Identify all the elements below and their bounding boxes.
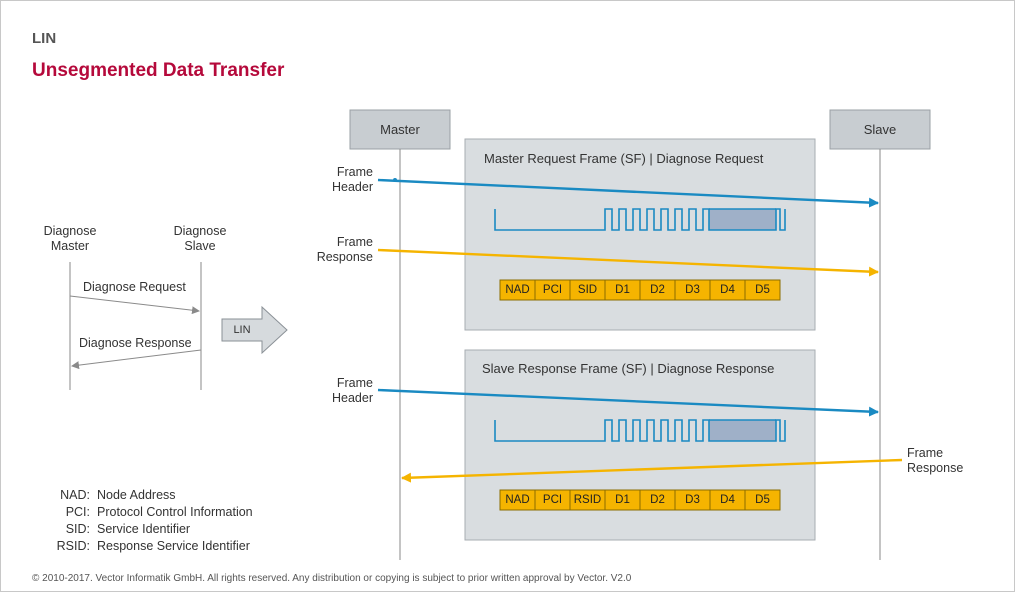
diagnose-response-label: Diagnose Response [79, 336, 192, 350]
diagnose-slave-label-line1: Diagnose [173, 224, 227, 238]
frame1-header-label: Frame Header [300, 165, 373, 195]
frame-waveform-2 [494, 419, 786, 442]
lin-transition-label: LIN [233, 324, 251, 336]
byte-field: PCI [542, 284, 563, 296]
byte-field: D4 [720, 494, 735, 506]
byte-field: SID [577, 284, 598, 296]
frame1-header-arrow [377, 178, 879, 208]
frame2-header-arrow [377, 388, 879, 417]
byte-row-dividers [534, 280, 746, 510]
byte-field: NAD [505, 494, 530, 506]
byte-field: D5 [755, 494, 770, 506]
legend-abbr: SID: [65, 522, 90, 536]
byte-field: D1 [615, 284, 630, 296]
byte-field: NAD [505, 284, 530, 296]
diagnose-slave-label: Diagnose Slave [160, 224, 240, 254]
frame1-response-arrow [377, 248, 879, 277]
master-request-frame-box [464, 138, 816, 331]
legend-text: Service Identifier [97, 522, 191, 536]
legend-row: PCI: Protocol Control Information [40, 504, 253, 521]
byte-field: D5 [755, 284, 770, 296]
byte-field: D4 [720, 284, 735, 296]
page-title: Unsegmented Data Transfer [32, 60, 285, 81]
frame2-response-label: Frame Response [907, 446, 963, 476]
lin-transition-arrow [221, 305, 288, 355]
master-node-box [349, 109, 451, 150]
frame2-response-label-line2: Response [907, 461, 964, 475]
copyright-footer: © 2010-2017. Vector Informatik GmbH. All… [32, 573, 632, 584]
byte-field: PCI [542, 494, 563, 506]
legend-abbr: NAD: [60, 488, 90, 502]
slave-node-label: Slave [863, 122, 897, 137]
byte-field: RSID [573, 494, 602, 506]
byte-field: D2 [650, 284, 665, 296]
frame2-header-label: Frame Header [300, 376, 373, 406]
frame2-header-label-line1: Frame [336, 376, 373, 390]
diagnose-request-label: Diagnose Request [83, 280, 186, 294]
frame1-header-label-line1: Frame [336, 165, 373, 179]
master-request-frame-title: Master Request Frame (SF) | Diagnose Req… [484, 151, 764, 166]
frame2-header-label-line2: Header [332, 391, 373, 405]
frame2-response-label-line1: Frame [907, 446, 944, 460]
brand-label: LIN [32, 30, 57, 47]
frame1-header-label-line2: Header [332, 180, 373, 194]
frame2-response-arrow [401, 458, 903, 483]
legend-row: NAD: Node Address [40, 487, 253, 504]
diagnose-master-label-line1: Diagnose [43, 224, 97, 238]
legend-text: Response Service Identifier [97, 539, 250, 553]
slave-response-frame-title: Slave Response Frame (SF) | Diagnose Res… [482, 361, 775, 376]
slave-response-frame-box [464, 349, 816, 541]
frame-waveform-1 [494, 208, 786, 231]
byte-field: D3 [685, 494, 700, 506]
legend-text: Protocol Control Information [97, 505, 253, 519]
abbreviation-legend: NAD: Node Address PCI: Protocol Control In… [40, 487, 253, 555]
slave-node-box [829, 109, 931, 150]
byte-field: D3 [685, 284, 700, 296]
legend-text: Node Address [97, 488, 176, 502]
diagnose-request-arrow [69, 295, 200, 315]
byte-field: D2 [650, 494, 665, 506]
master-node-label: Master [380, 122, 420, 137]
frame1-response-label-line1: Frame [336, 235, 373, 249]
legend-row: SID: Service Identifier [40, 521, 253, 538]
legend-abbr: RSID: [56, 539, 90, 553]
diagnose-response-arrow [71, 349, 202, 370]
legend-row: RSID: Response Service Identifier [40, 538, 253, 555]
legend-abbr: PCI: [65, 505, 90, 519]
frame1-response-label-line2: Response [316, 250, 373, 264]
diagnose-master-label: Diagnose Master [30, 224, 110, 254]
diagnose-master-label-line2: Master [50, 239, 90, 253]
frame1-response-label: Frame Response [300, 235, 373, 265]
diagnose-slave-label-line2: Slave [184, 239, 216, 253]
byte-field: D1 [615, 494, 630, 506]
